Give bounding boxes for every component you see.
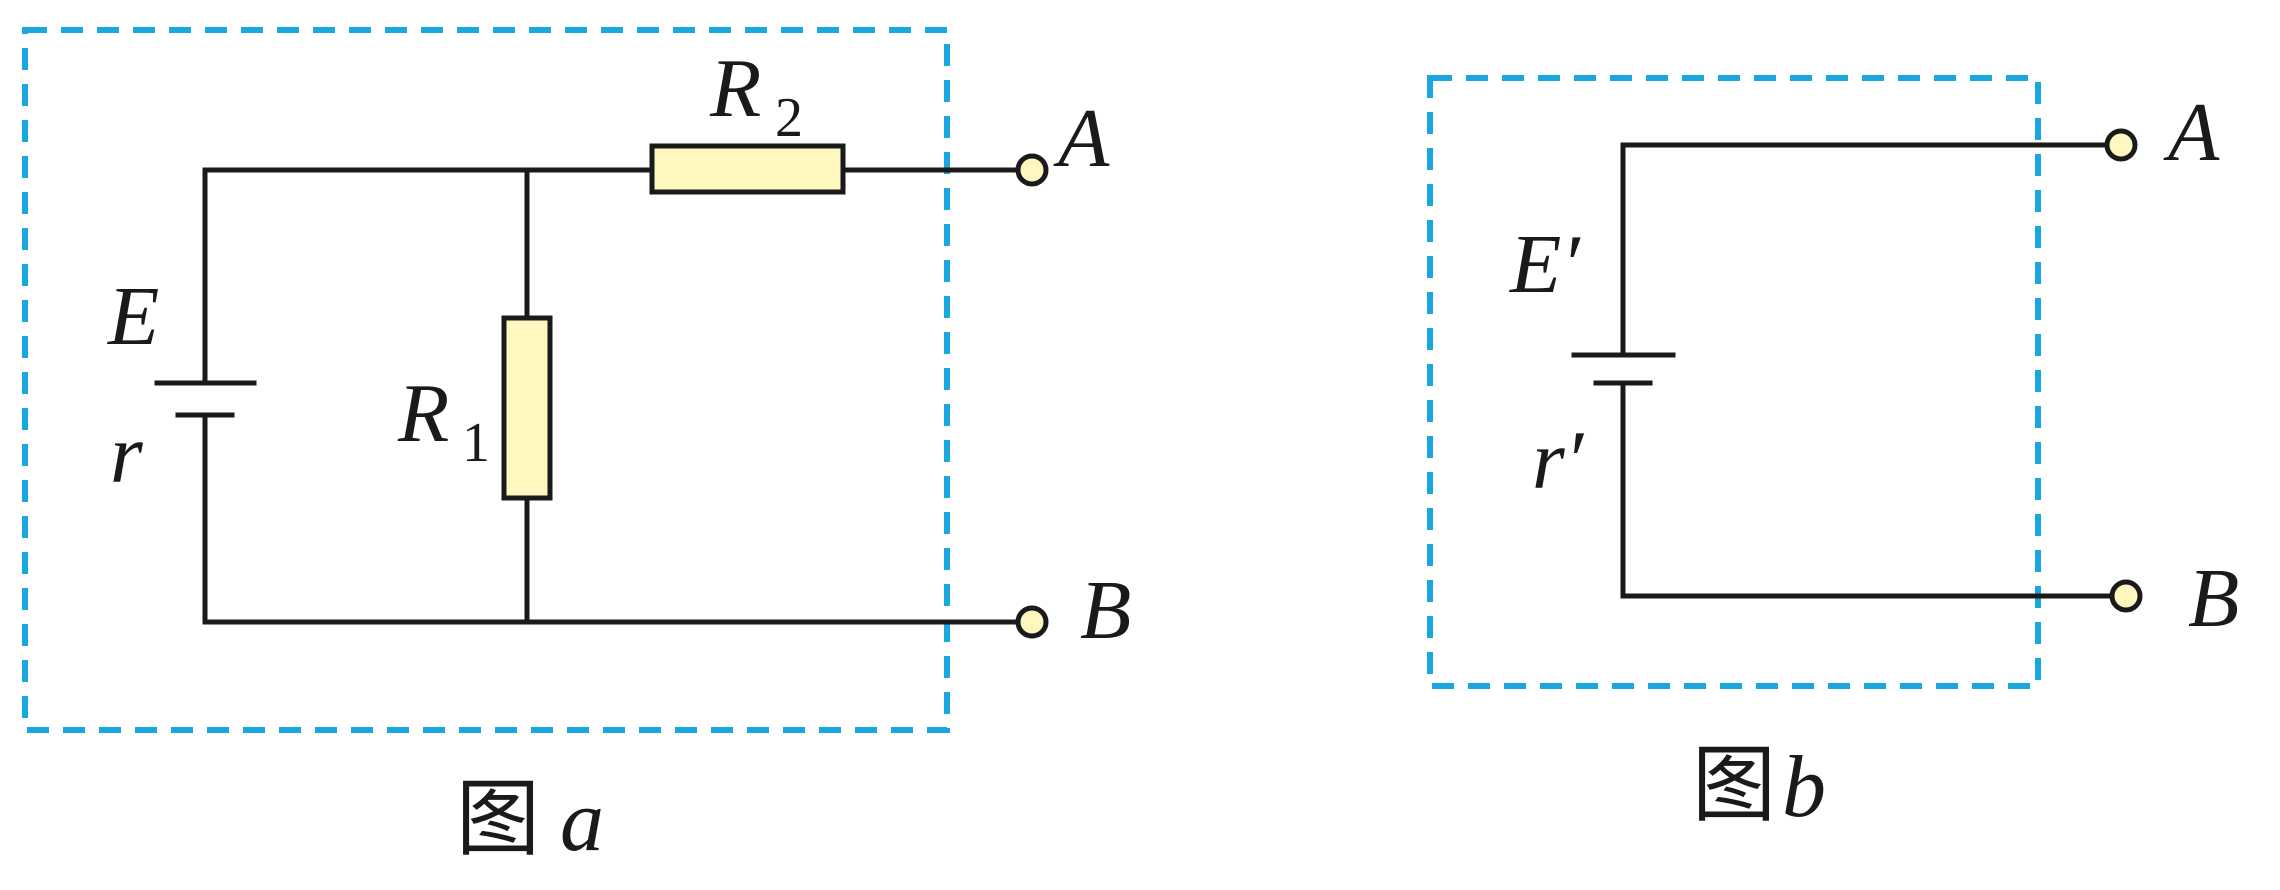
emf-label: E′ — [1509, 218, 1581, 311]
terminal-a — [1015, 153, 1049, 187]
r1-subscript: 1 — [462, 412, 490, 474]
resistor-r2 — [649, 143, 846, 195]
figure-b-caption-letter: b — [1782, 739, 1826, 836]
terminal-b-label: B — [1080, 564, 1131, 657]
figure-a: E r R 2 R 1 A B 图 a — [22, 27, 1131, 870]
terminal-b — [1015, 605, 1049, 639]
r1-label: R — [397, 367, 449, 460]
terminal-a-label: A — [2163, 86, 2220, 179]
internal-resistance-label: r′ — [1532, 414, 1585, 507]
figure-a-dashed-box — [22, 27, 950, 733]
r2-label: R — [709, 42, 761, 135]
terminal-b-label: B — [2188, 552, 2239, 645]
internal-resistance-label: r — [110, 408, 143, 501]
figure-b: E′ r′ A B 图 b — [1427, 75, 2239, 836]
resistor-r1 — [501, 315, 553, 501]
terminal-b — [2109, 579, 2143, 613]
figure-b-dashed-box — [1427, 75, 2041, 689]
figure-a-caption-cjk: 图 — [456, 770, 540, 868]
r2-subscript: 2 — [775, 87, 803, 149]
terminal-a-label: A — [1053, 92, 1110, 185]
emf-label: E — [107, 270, 159, 363]
terminal-a — [2104, 128, 2138, 162]
figure-b-caption-cjk: 图 — [1692, 736, 1776, 834]
figure-a-caption-letter: a — [560, 773, 604, 870]
